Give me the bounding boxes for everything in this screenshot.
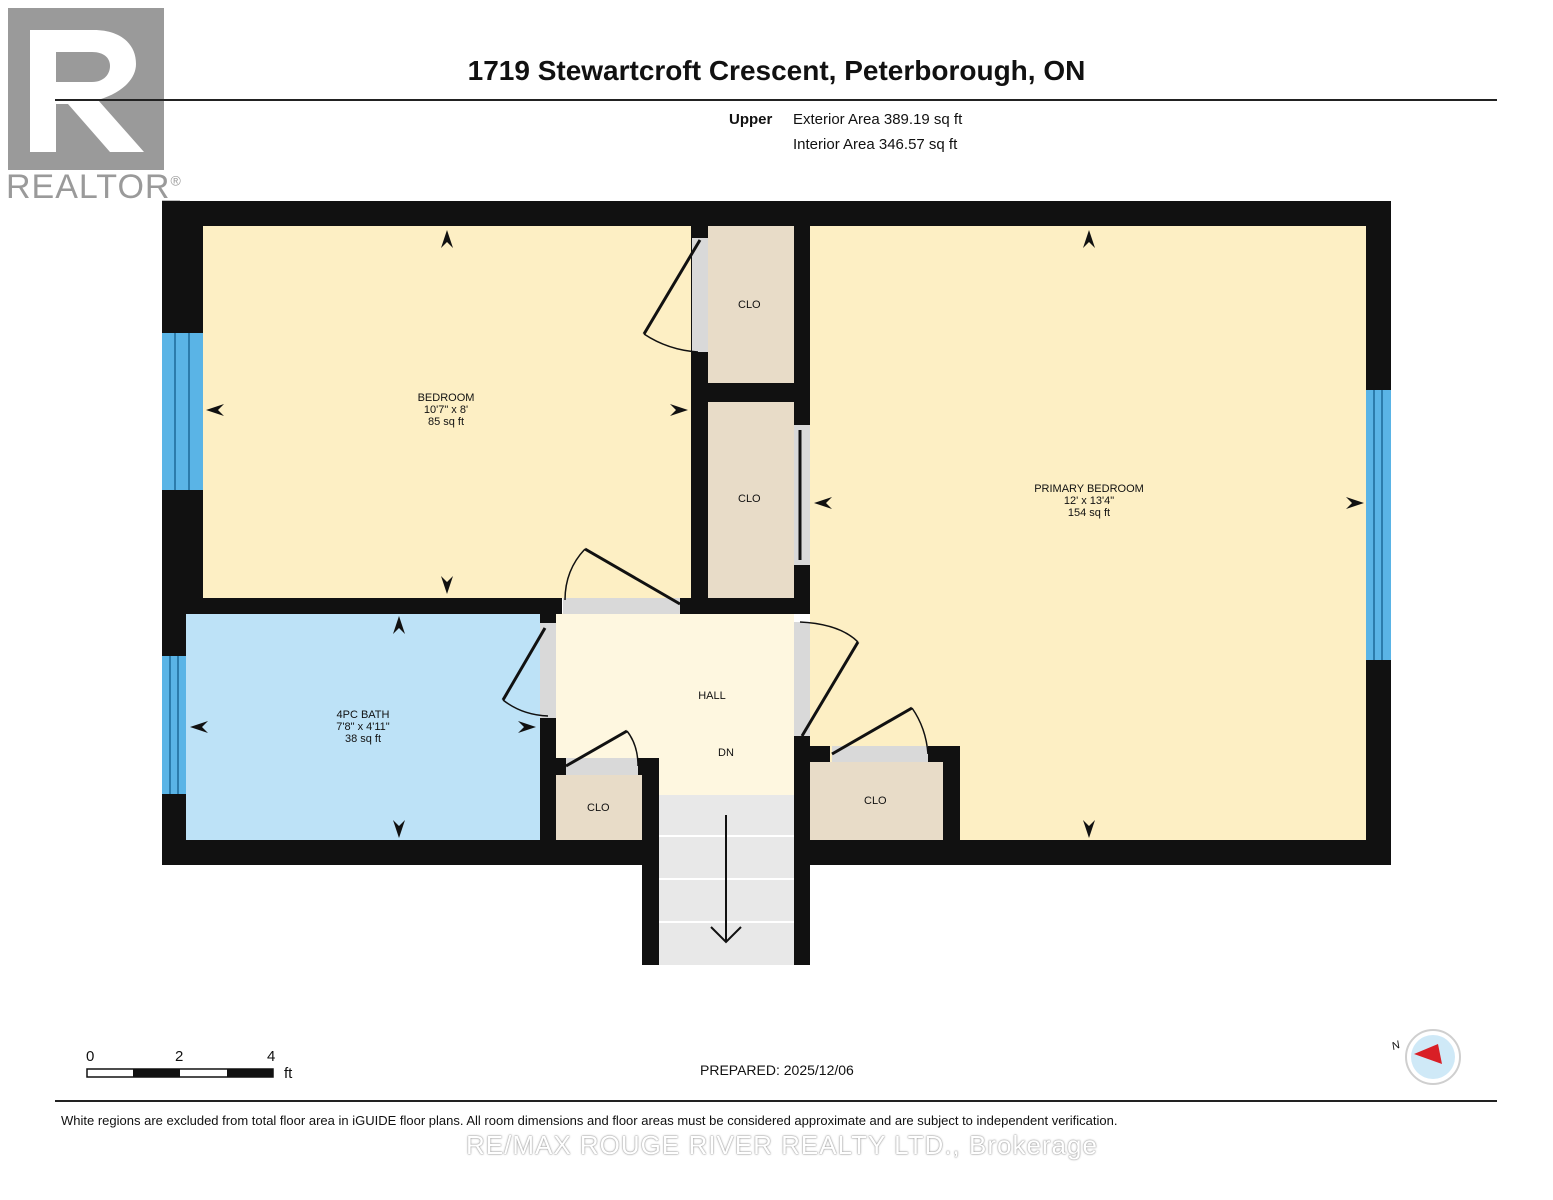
compass-icon — [1405, 1029, 1461, 1085]
scale-unit: ft — [284, 1065, 293, 1082]
closet-mid-floor — [708, 402, 794, 598]
bedroom-label: BEDROOM 10'7" x 8' 85 sq ft — [386, 392, 506, 428]
closet-label-bath: CLO — [587, 802, 610, 814]
door-openings — [540, 238, 928, 775]
closet-label-top: CLO — [738, 299, 761, 311]
primary-bedroom-area: 154 sq ft — [1067, 507, 1111, 519]
bedroom-name: BEDROOM — [417, 392, 475, 404]
floor-plan — [162, 201, 1391, 965]
stair-arrow — [710, 815, 742, 944]
dimension-markers — [190, 230, 1364, 838]
door-swings — [501, 239, 929, 768]
header-divider — [55, 99, 1497, 101]
scale-bar — [86, 1068, 274, 1078]
level-label: Upper — [729, 111, 773, 128]
closet-bath-floor — [556, 775, 643, 841]
prepared-date: PREPARED: 2025/12/06 — [700, 1062, 854, 1078]
bath-dims: 7'8" x 4'11" — [336, 721, 390, 733]
scale-mark-2: 2 — [175, 1048, 184, 1065]
closet-label-middle: CLO — [738, 493, 761, 505]
hall-label: HALL — [698, 690, 726, 702]
primary-bedroom-label: PRIMARY BEDROOM 12' x 13'4" 154 sq ft — [1009, 483, 1169, 519]
bath-name: 4PC BATH — [336, 709, 390, 721]
disclaimer-text: White regions are excluded from total fl… — [61, 1113, 1118, 1128]
primary-bedroom-floor — [810, 225, 1367, 841]
windows — [162, 333, 1391, 794]
bedroom-dims: 10'7" x 8' — [423, 404, 469, 416]
bath-floor — [186, 613, 540, 841]
closet-top-floor — [708, 225, 794, 383]
exterior-area: Exterior Area 389.19 sq ft — [793, 111, 963, 128]
interior-area: Interior Area 346.57 sq ft — [793, 136, 958, 153]
realtor-wordmark: REALTOR® — [6, 168, 182, 206]
footer-divider — [55, 1100, 1497, 1102]
bath-area: 38 sq ft — [344, 733, 382, 745]
page-title: 1719 Stewartcroft Crescent, Peterborough… — [467, 55, 1086, 86]
closet-label-primary: CLO — [864, 795, 887, 807]
stairs-down-label: DN — [718, 747, 734, 759]
brokerage-watermark: RE/MAX ROUGE RIVER REALTY LTD., Brokerag… — [466, 1130, 1098, 1160]
bedroom-area: 85 sq ft — [427, 416, 465, 428]
primary-bedroom-name: PRIMARY BEDROOM — [1034, 483, 1144, 495]
realtor-logo — [8, 8, 164, 170]
closet-primary-floor — [810, 762, 943, 841]
bath-label: 4PC BATH 7'8" x 4'11" 38 sq ft — [303, 709, 423, 745]
scale-mark-0: 0 — [86, 1048, 95, 1065]
bedroom-floor — [202, 225, 692, 598]
primary-bedroom-dims: 12' x 13'4" — [1063, 495, 1115, 507]
scale-mark-4: 4 — [267, 1048, 276, 1065]
